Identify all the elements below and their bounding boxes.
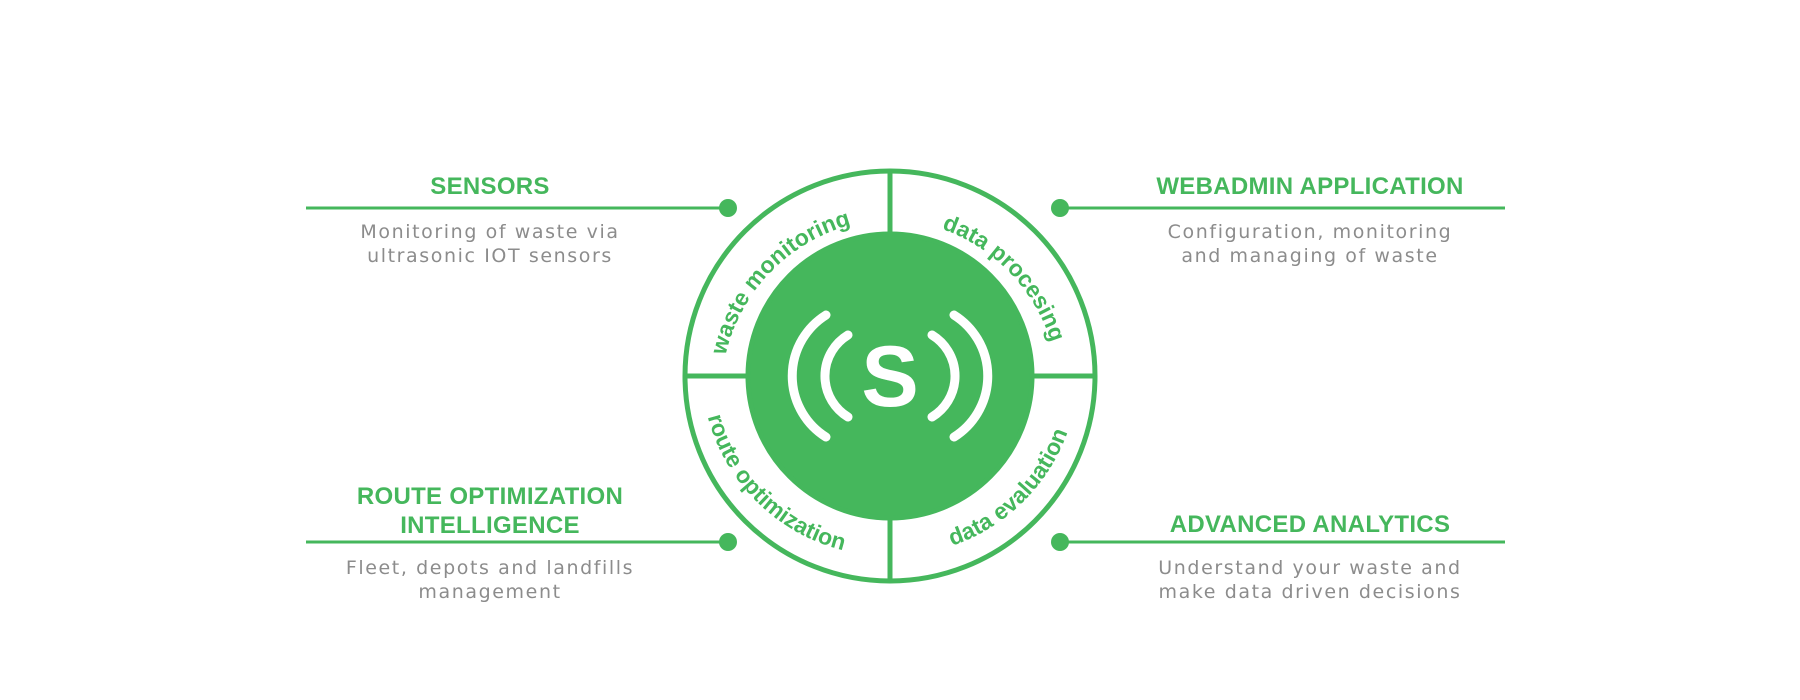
feature-title-sensors: SENSORS bbox=[430, 173, 550, 200]
connector-dot-sensors bbox=[719, 199, 737, 217]
feature-description-analytics: Understand your waste and make data driv… bbox=[1158, 557, 1462, 603]
connector-dot-analytics bbox=[1051, 533, 1069, 551]
svg-text:S: S bbox=[861, 329, 918, 425]
feature-description-sensors: Monitoring of waste via ultrasonic IOT s… bbox=[360, 221, 620, 267]
feature-title-analytics: ADVANCED ANALYTICS bbox=[1169, 511, 1451, 538]
connector-dot-webadmin bbox=[1051, 199, 1069, 217]
feature-description-webadmin: Configuration, monitoring and managing o… bbox=[1167, 221, 1453, 267]
feature-title-route: ROUTE OPTIMIZATION INTELLIGENCE bbox=[356, 483, 624, 539]
feature-title-webadmin: WEBADMIN APPLICATION bbox=[1156, 173, 1464, 200]
feature-description-route: Fleet, depots and landfills management bbox=[345, 557, 635, 603]
center-disc bbox=[745, 231, 1035, 521]
connector-dot-route bbox=[719, 533, 737, 551]
signal-s-icon: S bbox=[787, 310, 993, 442]
